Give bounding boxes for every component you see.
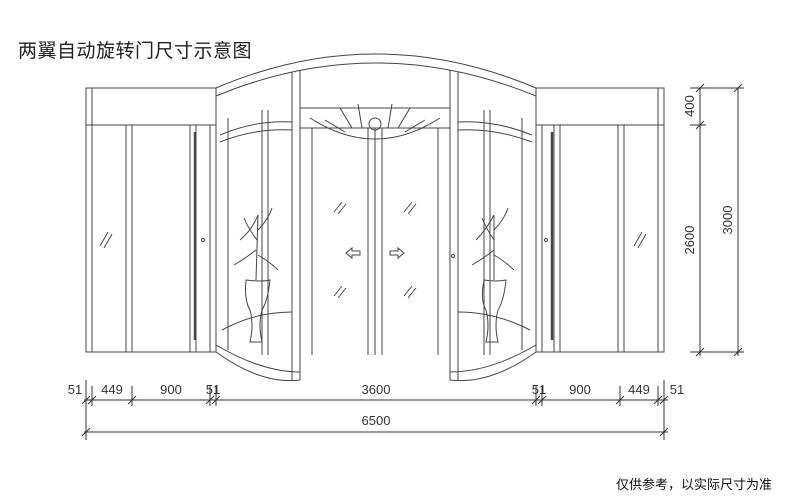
left-vase: [233, 207, 279, 343]
dim-900-right: 900: [569, 382, 591, 397]
dimension-column: [690, 83, 744, 357]
right-vase: [471, 207, 515, 343]
dim-total-height: 3000: [720, 206, 735, 235]
dim-449-right: 449: [628, 382, 650, 397]
dim-51-right-inner: 51: [532, 382, 546, 397]
dim-449-left: 449: [101, 382, 123, 397]
dim-51-right-outer: 51: [670, 382, 684, 397]
dim-400: 400: [682, 95, 697, 117]
disclaimer-note: 仅供参考，以实际尺寸为准: [616, 478, 773, 493]
left-wing-frame: [85, 87, 217, 353]
dim-total-width: 6500: [362, 413, 391, 428]
dimension-row: [81, 380, 669, 440]
diagram-title: 两翼自动旋转门尺寸示意图: [18, 40, 253, 62]
dim-900-left: 900: [160, 382, 182, 397]
right-wing-frame: [535, 87, 665, 353]
dim-51-left-inner: 51: [206, 382, 220, 397]
dim-2600: 2600: [682, 226, 697, 255]
dim-51-left-outer: 51: [68, 382, 82, 397]
dim-3600: 3600: [362, 382, 391, 397]
revolving-drum: [215, 53, 537, 382]
